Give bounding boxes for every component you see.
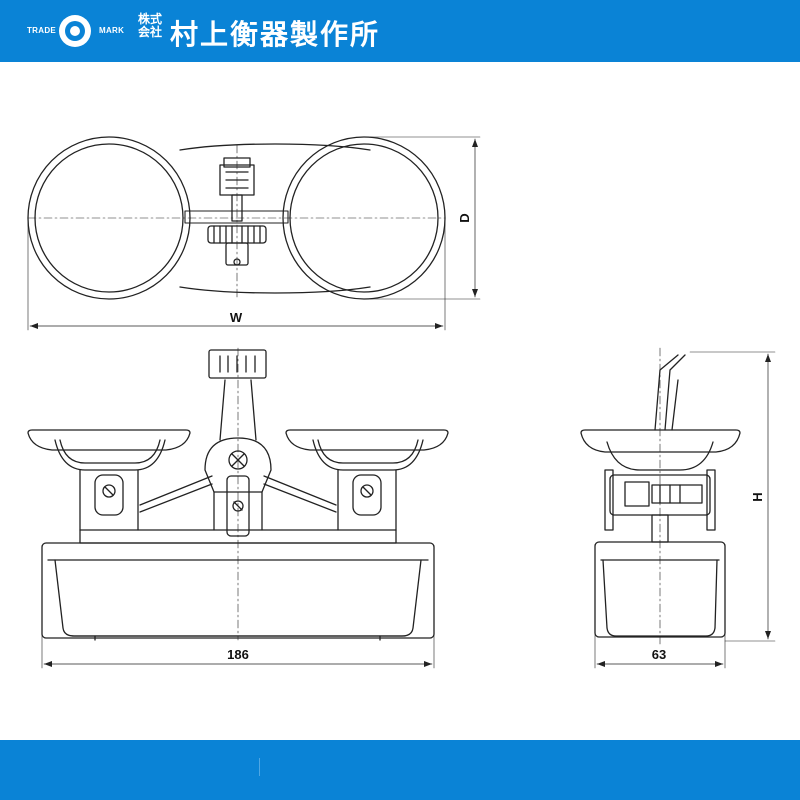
dimension-d-label: D bbox=[457, 213, 472, 222]
circle-target-logo-icon bbox=[59, 15, 91, 47]
front-view bbox=[27, 347, 449, 669]
dimension-h-label: H bbox=[750, 492, 765, 501]
trademark-label-left: TRADE bbox=[27, 26, 57, 35]
dimension-w-label: W bbox=[230, 310, 243, 325]
footer-divider bbox=[259, 758, 260, 776]
side-view bbox=[580, 347, 776, 669]
company-name: 村上衡器製作所 bbox=[170, 18, 381, 51]
footer-bar bbox=[0, 740, 800, 800]
scale-technical-drawing: W D 186 63 H bbox=[27, 136, 776, 669]
dimension-front-width-label: 186 bbox=[227, 647, 249, 662]
top-view bbox=[27, 136, 481, 331]
header-bar: TRADE MARK 株式会社 村上衡器製作所 bbox=[0, 0, 800, 62]
trademark-label-right: MARK bbox=[99, 26, 125, 35]
corp-type: 株式会社 bbox=[137, 12, 162, 39]
dimension-side-depth-label: 63 bbox=[652, 647, 666, 662]
